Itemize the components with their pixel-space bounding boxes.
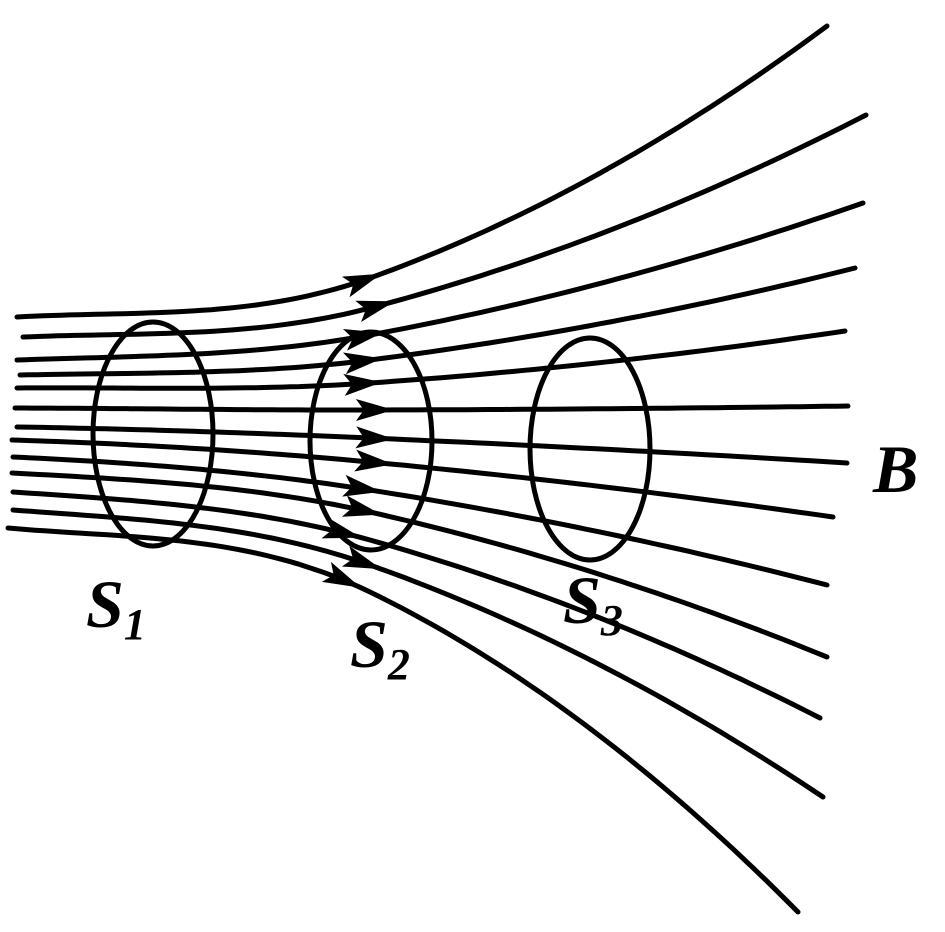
surface-label-s3: S3	[563, 566, 623, 643]
surface-ellipse-s2	[307, 329, 435, 553]
surface-label-s1: S1	[86, 570, 146, 647]
field-direction-arrow-10	[341, 495, 382, 517]
surface-label-s2: S2	[350, 610, 410, 687]
surface-label-s2-subscript: 2	[387, 640, 410, 689]
field-direction-arrow-6	[355, 399, 394, 422]
field-direction-arrow-13	[321, 561, 361, 588]
field-direction-arrow-12	[341, 545, 382, 570]
field-vector-label: B	[873, 431, 919, 507]
field-direction-arrow-2	[355, 300, 395, 322]
field-direction-arrow-9	[342, 474, 382, 497]
surface-label-s1-subscript: 1	[123, 600, 146, 649]
surface-label-s1-base: S	[86, 566, 124, 642]
field-direction-arrow-8	[354, 449, 394, 472]
field-direction-arrow-4	[342, 352, 383, 375]
field-line-5	[14, 328, 848, 391]
field-line-1	[14, 23, 830, 320]
surface-label-s3-subscript: 3	[600, 596, 623, 645]
field-direction-arrow-5	[343, 373, 382, 396]
field-direction-arrow-1	[341, 273, 382, 298]
surface-label-s2-base: S	[350, 606, 388, 682]
surface-ellipse-s1	[90, 319, 216, 549]
surface-label-s3-base: S	[563, 562, 601, 638]
field-line-2	[20, 112, 869, 340]
field-line-11	[10, 489, 823, 721]
surface-ellipse-s3	[527, 335, 653, 563]
field-direction-arrow-7	[355, 426, 394, 449]
